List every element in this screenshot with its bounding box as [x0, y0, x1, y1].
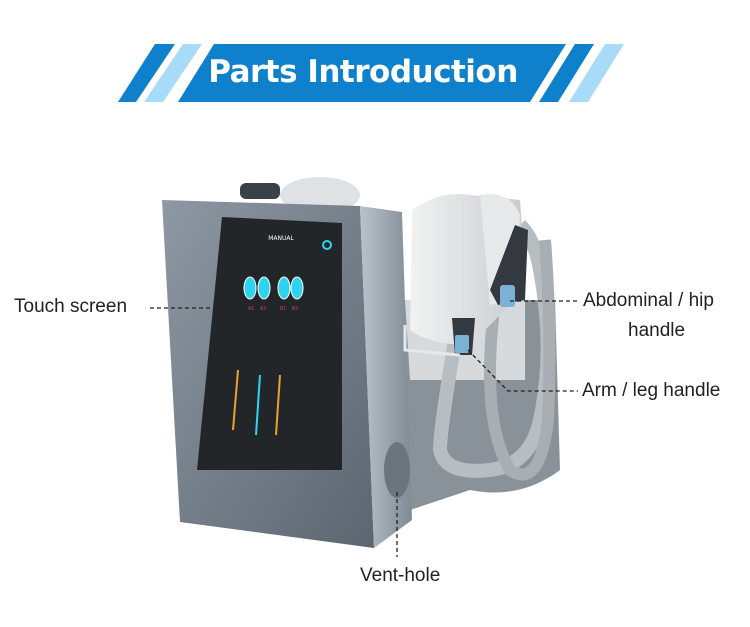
- time-bar: [255, 374, 261, 436]
- intensity-bar-a: [232, 369, 239, 431]
- touch-screen[interactable]: [197, 217, 342, 470]
- section-banner: Parts Introduction: [0, 0, 750, 120]
- leader-lines: [150, 300, 578, 557]
- handle-label: B2: [292, 306, 298, 312]
- handle-label: B1: [280, 306, 286, 312]
- gear-icon[interactable]: [322, 240, 332, 250]
- handle-label: A1: [248, 306, 254, 312]
- label-arm-leg-handle: Arm / leg handle: [582, 380, 721, 401]
- vent-hole: [384, 442, 410, 498]
- banner-main: [178, 44, 566, 102]
- screen-handles: A1 A2 B1 B2: [243, 276, 304, 312]
- screen-title: MANUAL: [268, 235, 294, 242]
- handle-label: A2: [260, 306, 266, 312]
- handle-cable: [432, 220, 555, 478]
- banner-stripes: [118, 44, 624, 102]
- label-abdominal-hip-handle: handle: [628, 320, 686, 341]
- back-head: [280, 177, 360, 213]
- label-vent-hole: Vent-hole: [360, 565, 441, 586]
- label-touch-screen: Touch screen: [14, 296, 128, 317]
- intensity-bar-b: [275, 374, 281, 436]
- label-abdominal-hip: Abdominal / hip: [583, 290, 714, 311]
- page-title: Parts Introduction: [208, 54, 518, 90]
